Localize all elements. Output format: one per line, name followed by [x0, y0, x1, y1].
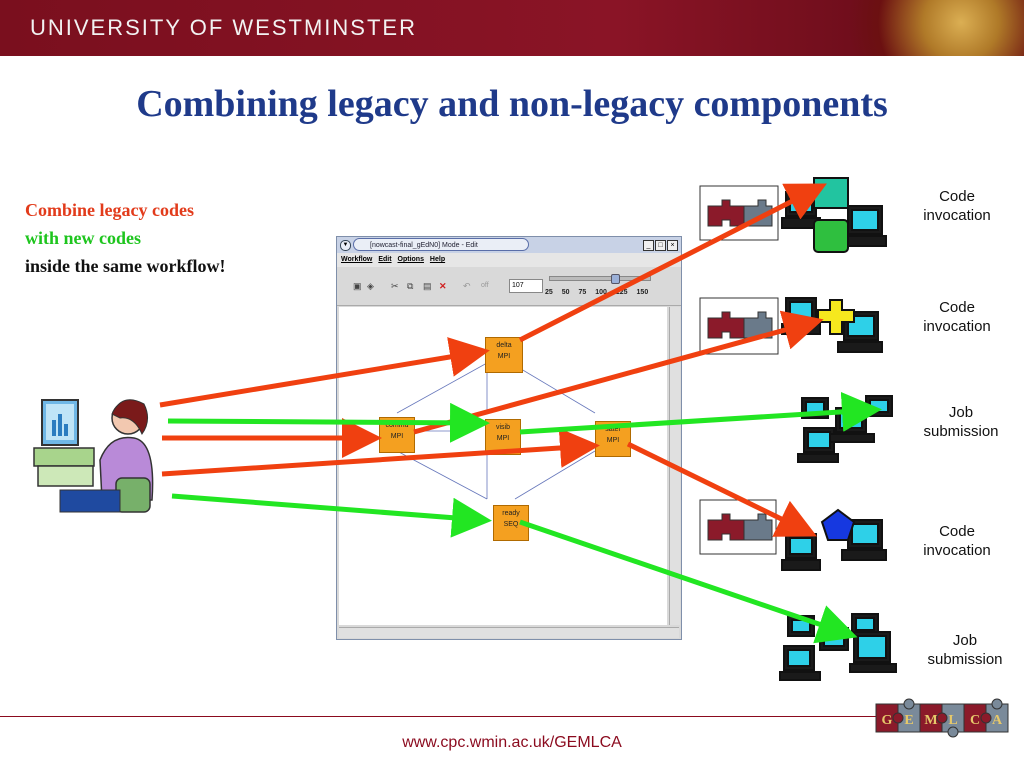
menu-options[interactable]: Options [397, 256, 424, 263]
slide-title: Combining legacy and non-legacy componen… [136, 83, 888, 125]
arrow-visib-to-job1 [519, 391, 882, 435]
footer-url[interactable]: www.cpc.wmin.ac.uk/GEMLCA [402, 734, 622, 751]
window-title: [nowcast-final_gEdN0] Mode - Edit [353, 238, 529, 251]
arrow-sater-to-code4 [626, 441, 817, 537]
svg-text:M: M [924, 713, 937, 728]
zoom-slider-knob[interactable] [611, 274, 620, 284]
intro-line-legacy: Combine legacy codes [25, 200, 194, 220]
gemlca-logo: G E M L C A [875, 698, 1009, 738]
delete-icon[interactable]: ✕ [439, 281, 447, 291]
cut-icon[interactable]: ✂ [391, 281, 399, 291]
maximize-icon[interactable]: □ [655, 240, 666, 251]
window-titlebar[interactable]: ▼ [nowcast-final_gEdN0] Mode - Edit _ □ … [337, 237, 681, 253]
footer-rule [0, 716, 880, 717]
menu-edit[interactable]: Edit [378, 256, 392, 263]
arrow-user-to-sater [161, 428, 600, 477]
port-icon[interactable]: ◈ [367, 281, 374, 291]
paste-icon[interactable]: ▤ [423, 281, 432, 291]
menu-workflow[interactable]: Workflow [341, 256, 373, 263]
svg-text:E: E [904, 713, 913, 728]
new-node-icon[interactable]: ▣ [353, 281, 362, 291]
arrow-user-to-delta [159, 337, 490, 408]
arrow-ready-to-job2 [519, 519, 858, 644]
intro-line-workflow: inside the same workflow! [25, 256, 226, 276]
zoom-ticks: 25 50 75 100 125 150 [545, 289, 649, 296]
svg-text:G: G [882, 713, 893, 728]
arrow-delta-to-code1 [518, 183, 827, 343]
banner-decoration [814, 0, 1024, 56]
institution-name: UNIVERSITY OF WESTMINSTER [30, 15, 417, 40]
user-computer-illustration [33, 399, 154, 513]
arrow-user-to-visib [167, 402, 490, 443]
header-banner: UNIVERSITY OF WESTMINSTER [0, 0, 1024, 56]
svg-text:A: A [992, 713, 1003, 728]
minimize-icon[interactable]: _ [643, 240, 654, 251]
menu-help[interactable]: Help [429, 256, 446, 263]
intro-line-new: with new codes [25, 228, 141, 248]
workflow-editor-window: ▼ [nowcast-final_gEdN0] Mode - Edit _ □ … [336, 236, 682, 640]
close-icon[interactable]: × [667, 240, 678, 251]
svg-text:L: L [948, 713, 957, 728]
menu-bar: Workflow Edit Options Help [337, 253, 681, 267]
svg-text:C: C [970, 713, 980, 728]
legacy-code-puzzle-3 [699, 499, 777, 555]
undo-icon[interactable]: ↶ [463, 281, 471, 291]
copy-icon[interactable]: ⧉ [407, 281, 414, 291]
arrow-user-to-ready [171, 493, 492, 538]
window-menu-icon[interactable]: ▼ [340, 240, 351, 251]
zoom-slider[interactable] [549, 274, 651, 284]
horizontal-scrollbar[interactable] [339, 627, 679, 638]
zoom-input[interactable]: 107 [509, 279, 543, 293]
off-toggle[interactable]: off [481, 282, 489, 289]
